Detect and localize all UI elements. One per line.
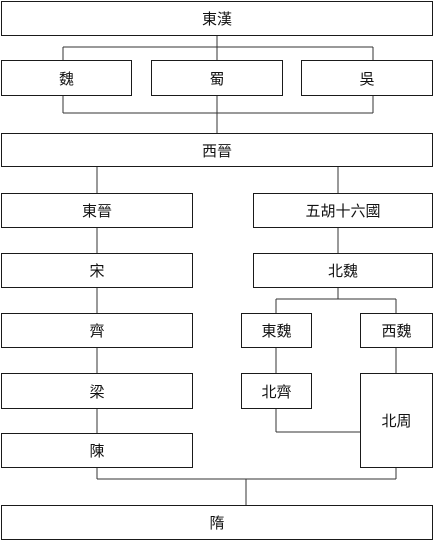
node-bei-qi: 北齊 xyxy=(241,373,312,409)
node-chen: 陳 xyxy=(1,433,193,468)
node-liang: 梁 xyxy=(1,373,193,409)
node-xi-jin: 西晉 xyxy=(1,133,433,167)
node-dong-jin: 東晉 xyxy=(1,193,193,228)
node-xi-wei: 西魏 xyxy=(360,313,433,348)
node-qi: 齊 xyxy=(1,313,193,348)
node-dong-han: 東漢 xyxy=(1,1,433,36)
node-wuhu-shiliuguo: 五胡十六國 xyxy=(253,193,433,228)
node-dong-wei: 東魏 xyxy=(241,313,312,348)
node-bei-zhou: 北周 xyxy=(360,373,433,468)
node-wu: 吳 xyxy=(301,60,433,96)
node-song: 宋 xyxy=(1,253,193,288)
node-wei: 魏 xyxy=(1,60,132,96)
node-bei-wei: 北魏 xyxy=(253,253,433,288)
node-sui: 隋 xyxy=(1,505,433,540)
node-shu: 蜀 xyxy=(151,60,283,96)
